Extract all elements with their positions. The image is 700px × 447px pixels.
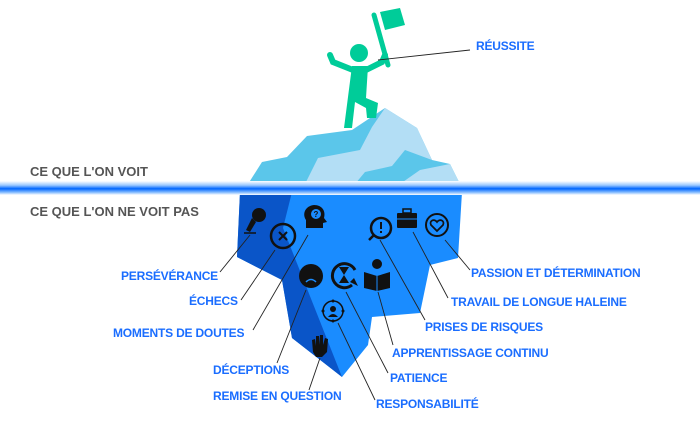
label-patience: PATIENCE bbox=[390, 371, 448, 385]
reader-book-icon bbox=[364, 259, 390, 291]
hidden-section-label: CE QUE L'ON NE VOIT PAS bbox=[30, 204, 199, 219]
hourglass-icon bbox=[330, 262, 358, 290]
iceberg-top bbox=[248, 108, 460, 184]
label-echecs: ÉCHECS bbox=[189, 294, 238, 308]
head-question-icon: ? bbox=[304, 205, 327, 228]
label-moments-de-doutes: MOMENTS DE DOUTES bbox=[113, 326, 245, 340]
responsibility-person-icon bbox=[321, 299, 345, 323]
label-passion-determination: PASSION ET DÉTERMINATION bbox=[471, 266, 641, 280]
perseverance-icon bbox=[244, 208, 266, 234]
label-perseverance: PERSÉVÉRANCE bbox=[121, 269, 218, 283]
echecs-x-icon bbox=[269, 222, 297, 250]
label-prises-de-risques: PRISES DE RISQUES bbox=[425, 320, 543, 334]
label-remise-en-question: REMISE EN QUESTION bbox=[213, 389, 342, 403]
label-apprentissage-continu: APPRENTISSAGE CONTINU bbox=[392, 346, 549, 360]
heart-icon bbox=[425, 213, 449, 237]
label-responsabilite: RESPONSABILITÉ bbox=[376, 397, 479, 411]
raised-hand-icon bbox=[312, 335, 328, 357]
svg-text:?: ? bbox=[314, 210, 319, 219]
briefcase-icon bbox=[397, 208, 417, 228]
label-deceptions: DÉCEPTIONS bbox=[213, 363, 290, 377]
label-reussite: RÉUSSITE bbox=[476, 39, 535, 53]
person-with-flag-icon bbox=[327, 8, 405, 128]
label-travail-longue-haleine: TRAVAIL DE LONGUE HALEINE bbox=[451, 295, 627, 309]
waterline bbox=[0, 181, 700, 195]
iceberg-underwater bbox=[237, 192, 462, 377]
leader-lines bbox=[219, 49, 471, 401]
visible-section-label: CE QUE L'ON VOIT bbox=[30, 164, 148, 179]
sad-face-icon bbox=[299, 264, 323, 288]
risk-magnifier-icon bbox=[368, 216, 393, 241]
